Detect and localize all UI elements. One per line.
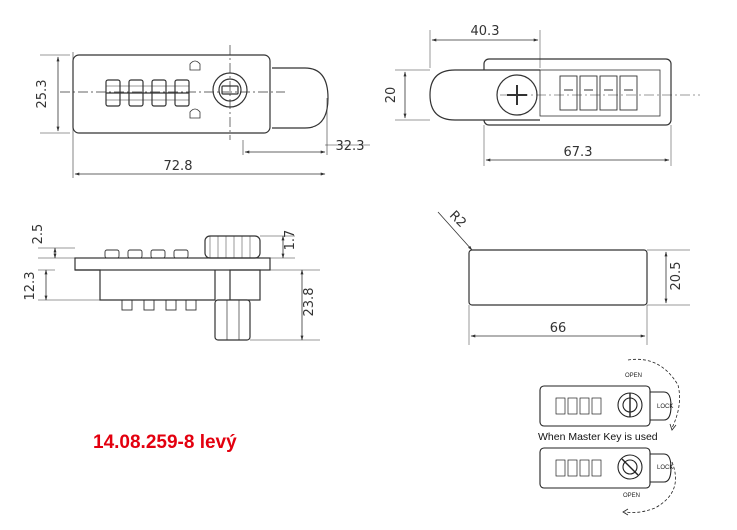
dim-front-offset: 32.3	[336, 139, 365, 154]
back-view	[429, 58, 700, 126]
cutout-view	[468, 249, 648, 306]
dim-side-left: 12.3	[23, 272, 38, 301]
dim-side-top: 2.5	[31, 224, 46, 245]
operation-bottom-lock	[539, 447, 676, 516]
op-top-wheels	[555, 397, 602, 415]
op-bottom-wheels	[555, 459, 602, 477]
dim-side-depth: 23.8	[302, 288, 317, 317]
dim-back-width: 40.3	[471, 24, 500, 39]
dim-side-knob: 1.7	[283, 230, 298, 251]
op-lock-bottom: LOCK	[657, 465, 673, 471]
cutout-dim-lines	[437, 211, 690, 345]
dim-cutout-height: 20.5	[669, 262, 684, 291]
dim-back-length: 67.3	[564, 145, 593, 160]
dim-cutout-width: 66	[550, 321, 567, 336]
op-open-top: OPEN	[625, 373, 642, 379]
part-number-label: 14.08.259-8 levý	[93, 432, 237, 453]
op-open-bottom: OPEN	[623, 493, 640, 499]
dim-front-width: 72.8	[164, 159, 193, 174]
front-view	[60, 45, 329, 178]
dim-front-height: 25.3	[35, 80, 50, 109]
side-wheels	[104, 249, 197, 311]
side-dim-lines	[38, 235, 320, 341]
op-lock-top: LOCK	[657, 404, 673, 410]
front-dim-lines	[40, 54, 370, 176]
operation-top-lock	[539, 358, 680, 431]
back-wheels	[559, 75, 638, 111]
dim-cutout-radius: R2	[446, 208, 469, 231]
op-caption: When Master Key is used	[538, 431, 658, 443]
dim-back-height: 20	[384, 87, 399, 104]
back-dim-lines	[395, 30, 672, 166]
side-view	[74, 235, 271, 341]
dial-wheels	[105, 79, 190, 107]
